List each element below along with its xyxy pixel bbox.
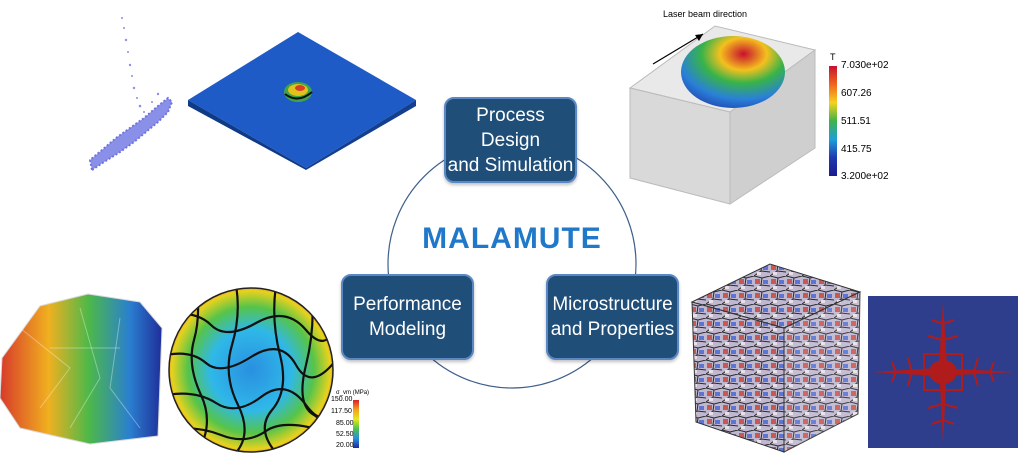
process-design-node-line1: Process Design	[476, 104, 545, 151]
temperature-tick: 511.51	[841, 116, 871, 127]
performance-modeling-node-line2: Modeling	[368, 319, 447, 340]
dendrite-image	[868, 296, 1018, 448]
stress-tick: 52.50	[336, 431, 354, 438]
stress-tick: 85.00	[336, 420, 354, 427]
stress-colorbar	[353, 400, 359, 448]
temperature-tick: 3.200e+02	[841, 171, 889, 182]
process-design-node[interactable]: Process Design and Simulation	[444, 97, 577, 183]
laser-direction-label: Laser beam direction	[663, 9, 748, 19]
polycrystal-cube-image	[690, 263, 862, 453]
stress-colorbar-title: σ_vm (MPa)	[336, 390, 370, 396]
faceted-solid-image	[0, 293, 163, 445]
temperature-colorbar-title: T	[830, 52, 836, 62]
microstructure-properties-node-line1: Microstructure	[552, 294, 673, 315]
melt-pool-image	[628, 25, 817, 205]
diagram-title: MALAMUTE	[422, 222, 602, 255]
temperature-tick: 415.75	[841, 144, 872, 155]
temperature-tick: 7.030e+02	[841, 60, 889, 71]
stress-tick: 150.00	[331, 396, 353, 403]
temperature-colorbar	[829, 66, 837, 176]
performance-modeling-node[interactable]: Performance Modeling	[341, 274, 474, 360]
powder-scatter-image	[88, 17, 174, 172]
microstructure-properties-node[interactable]: Microstructure and Properties	[546, 274, 679, 360]
stress-tick: 117.50	[331, 408, 352, 415]
grain-stress-map-image	[168, 287, 334, 453]
performance-modeling-node-line1: Performance	[353, 294, 462, 315]
stress-tick: 20.00	[336, 442, 354, 449]
process-design-node-line2: and Simulation	[447, 154, 574, 176]
microstructure-properties-node-line2: and Properties	[550, 319, 675, 340]
heated-plate-image	[188, 32, 416, 170]
temperature-tick: 607.26	[841, 88, 872, 99]
